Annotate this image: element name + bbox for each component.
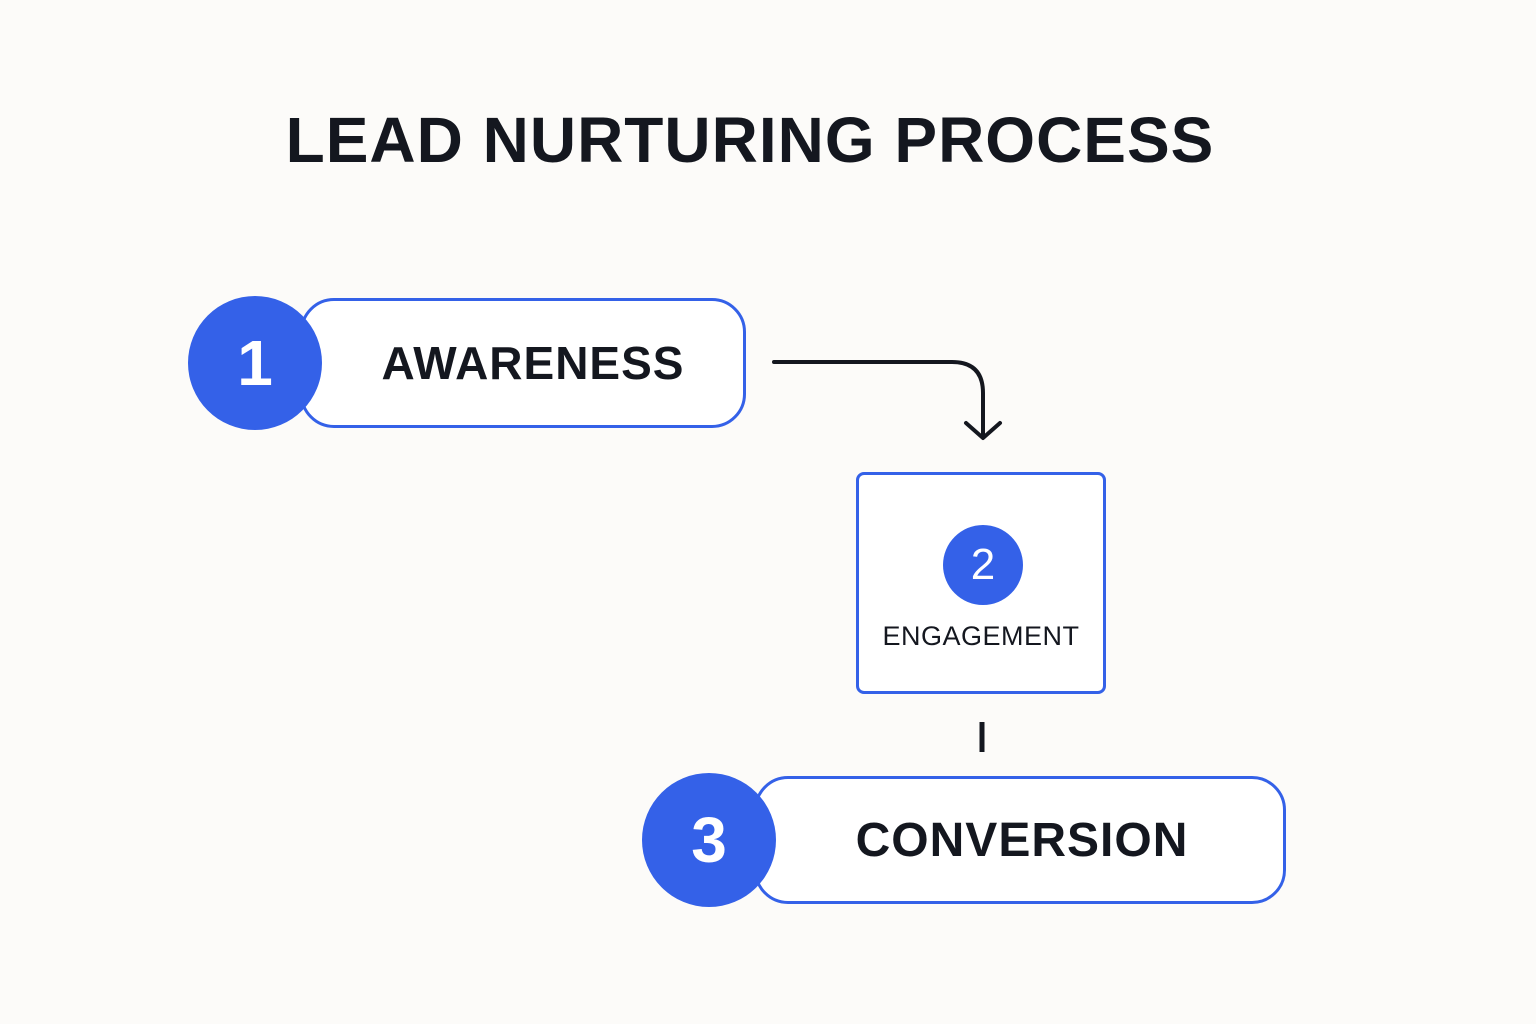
step-engagement-label: ENGAGEMENT bbox=[882, 621, 1080, 651]
awareness-to-engagement-arrow bbox=[772, 360, 985, 439]
step-awareness-pill: AWARENESS bbox=[300, 298, 746, 428]
step-1-badge: 1 bbox=[188, 296, 322, 430]
step-3-badge: 3 bbox=[642, 773, 776, 907]
step-conversion-label: CONVERSION bbox=[855, 813, 1189, 867]
step-2-badge: 2 bbox=[943, 525, 1023, 605]
arrow-head-icon bbox=[964, 421, 1002, 440]
diagram-title: LEAD NURTURING PROCESS bbox=[285, 104, 1215, 176]
step-conversion-pill: CONVERSION bbox=[754, 776, 1286, 904]
step-awareness-label: AWARENESS bbox=[381, 337, 685, 389]
step-engagement-box: 2 ENGAGEMENT bbox=[856, 472, 1106, 694]
